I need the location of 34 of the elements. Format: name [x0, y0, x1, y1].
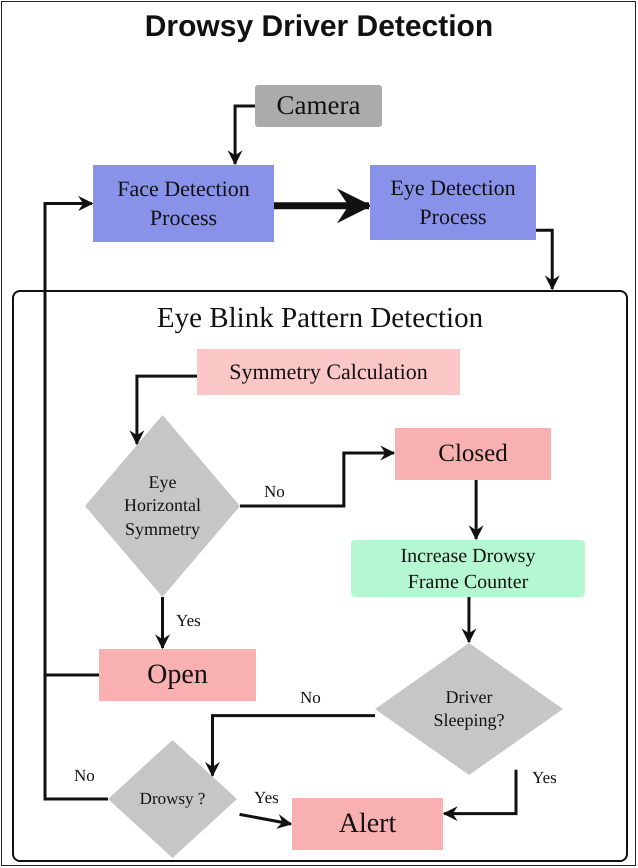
decision-label: Drowsy ?	[140, 788, 206, 810]
arrow	[240, 445, 396, 508]
process-box	[197, 349, 460, 395]
box-label: Closed	[438, 438, 508, 469]
process-box	[99, 649, 256, 701]
arrow	[274, 188, 372, 224]
process-box	[370, 165, 536, 240]
box-label: Eye Detection Process	[389, 174, 517, 230]
process-box	[292, 798, 443, 850]
arrow	[205, 714, 375, 777]
arrow	[129, 374, 197, 446]
box-label: Camera	[276, 89, 360, 122]
box-label: Alert	[338, 806, 396, 841]
box-label: Symmetry Calculation	[229, 358, 428, 386]
process-box	[255, 85, 382, 127]
decision-label: Driver Sleeping?	[432, 686, 506, 732]
arrow	[442, 770, 518, 822]
arrow	[228, 104, 255, 166]
arrow	[461, 597, 476, 644]
arrow	[239, 812, 292, 829]
diagram-title: Drowsy Driver Detection	[144, 10, 494, 44]
arrow	[536, 228, 560, 290]
process-box	[351, 540, 585, 597]
process-box	[395, 428, 551, 480]
arrow	[155, 597, 170, 650]
process-box	[93, 165, 274, 242]
group-frame	[12, 290, 628, 862]
arrow	[44, 196, 108, 800]
decision-label: Eye Horizontal Symmetry	[123, 470, 202, 541]
group-heading: Eye Blink Pattern Detection	[156, 301, 484, 336]
box-label: Increase Drowsy Frame Counter	[400, 544, 536, 594]
arrow	[468, 480, 484, 540]
box-label: Face Detection Process	[116, 174, 251, 232]
box-label: Open	[147, 658, 208, 692]
